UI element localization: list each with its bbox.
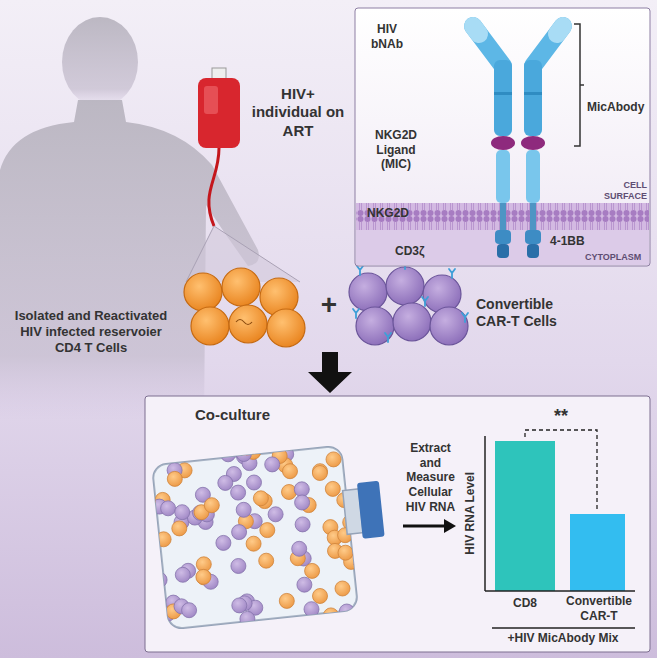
figure-label: HIV+ individual on ART [248, 85, 348, 140]
cell-dot [215, 438, 230, 453]
figure-label: Convertible CAR-T Cells [476, 296, 586, 330]
node-label: Extract and Measure Cellular HIV RNA [403, 441, 458, 514]
node-label: CYTOPLASM [585, 252, 647, 263]
node-label: NKG2D [367, 206, 417, 221]
node-label: Convertible CAR-T [562, 594, 636, 623]
coculture-panel: Co-cultureExtract and Measure Cellular H… [145, 396, 650, 652]
node-label: CD3ζ [395, 244, 435, 259]
node-label: HIV RNA Level [463, 463, 478, 563]
node-label: Co-culture [195, 406, 305, 424]
node-label: NKG2D Ligand (MIC) [361, 128, 431, 172]
cell-dot [167, 445, 182, 460]
figure-label: Isolated and Reactivated HIV infected re… [6, 308, 176, 356]
cell-dot [167, 436, 182, 451]
figure-label: + [318, 288, 340, 322]
node-label: CD8 [500, 596, 550, 611]
node-label: 4-1BB [550, 234, 590, 249]
node-label: ** [546, 406, 576, 428]
cell-dot [210, 438, 225, 453]
receptor-inset-panel: HIV bNAbNKG2D Ligand (MIC) MicAbodyNKG2D 4… [355, 8, 650, 266]
node-label: CELL SURFACE [593, 180, 647, 202]
node-label: +HIV MicAbody Mix [488, 631, 638, 646]
node-label: MicAbody [587, 100, 647, 115]
node-label: HIV bNAb [363, 22, 411, 51]
